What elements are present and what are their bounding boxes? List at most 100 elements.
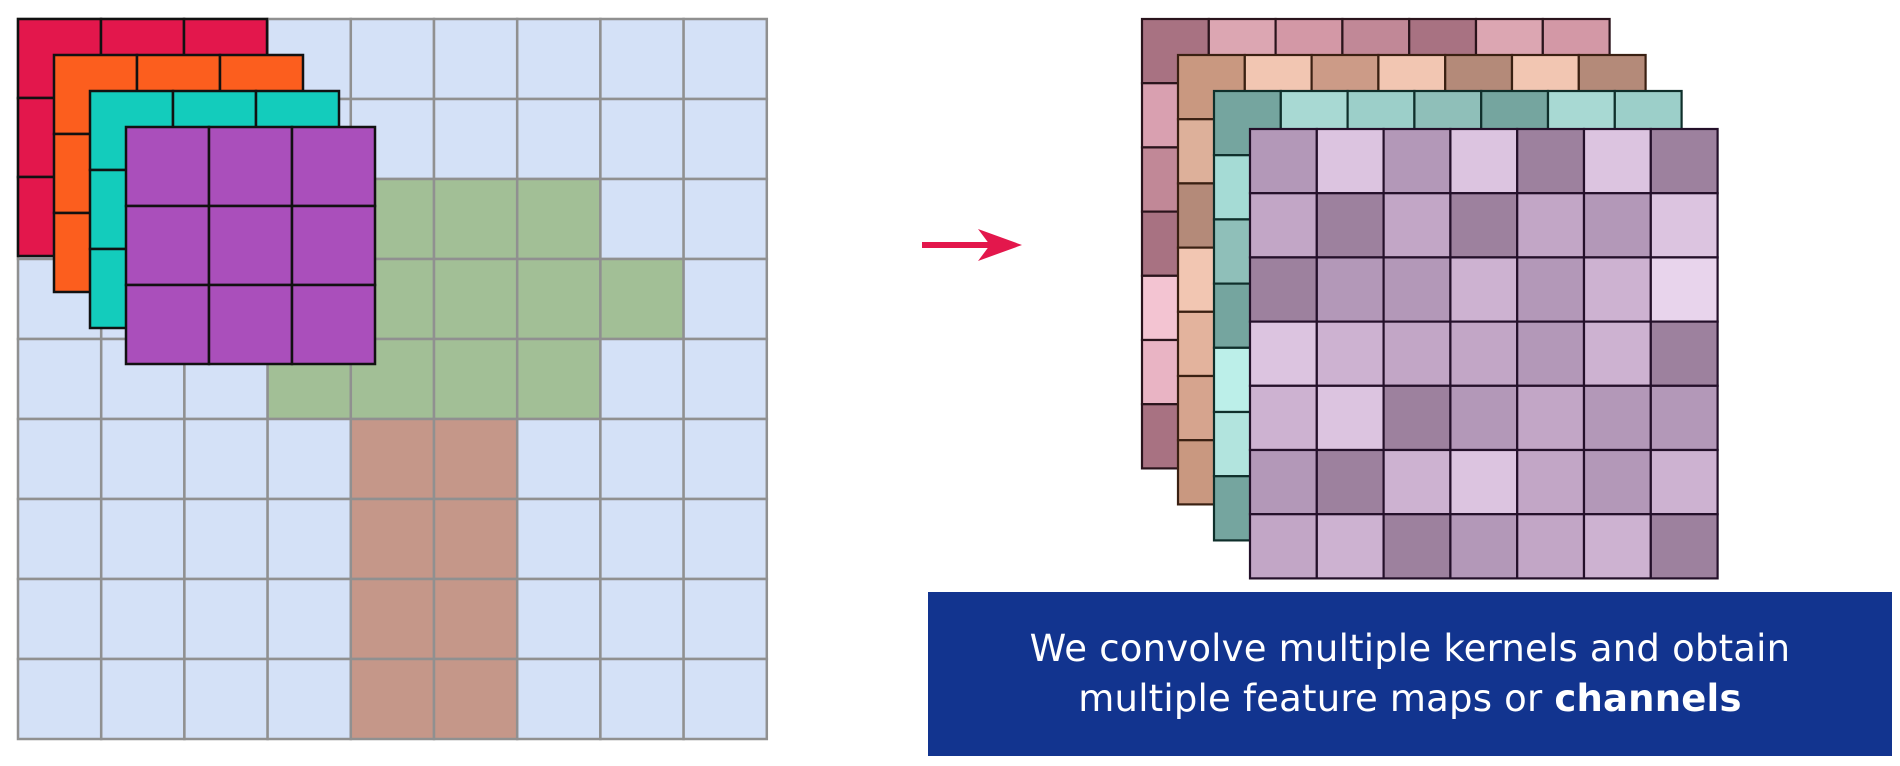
feature-map-cell	[1649, 513, 1719, 580]
kernel-stack	[16, 17, 377, 366]
input-grid-cell	[99, 497, 186, 581]
feature-map-cell	[1449, 448, 1519, 516]
input-grid-cell	[16, 417, 103, 501]
kernel-cell	[207, 283, 294, 366]
feature-map-cell	[1248, 192, 1318, 259]
input-grid-cell	[515, 577, 602, 661]
input-grid-cell	[266, 497, 353, 581]
input-grid-cell	[99, 417, 186, 501]
feature-map-cell	[1248, 256, 1318, 323]
feature-map-cell	[1649, 127, 1719, 195]
input-grid-cell	[432, 657, 519, 741]
feature-map-cell	[1315, 384, 1385, 452]
feature-map-purple	[1248, 127, 1719, 580]
input-grid-cell	[599, 17, 685, 101]
input-grid-cell	[599, 657, 685, 741]
feature-map-cell	[1315, 513, 1385, 580]
feature-map-cell	[1382, 320, 1452, 387]
input-grid-cell	[183, 417, 269, 501]
input-grid-cell	[515, 657, 602, 741]
feature-map-cell	[1382, 127, 1452, 195]
input-grid-cell	[266, 417, 353, 501]
input-grid-cell	[349, 657, 436, 741]
input-grid-cell	[16, 657, 103, 741]
input-grid-cell	[16, 337, 103, 421]
input-grid-cell	[682, 97, 769, 181]
feature-map-cell	[1516, 513, 1586, 580]
input-grid-cell	[432, 577, 519, 661]
feature-map-cell	[1248, 320, 1318, 387]
feature-map-cell	[1582, 384, 1652, 452]
input-grid-cell	[349, 577, 436, 661]
caption-box: We convolve multiple kernels and obtain …	[928, 592, 1892, 756]
input-grid-cell	[682, 657, 769, 741]
input-grid-cell	[599, 97, 685, 181]
input-grid-cell	[515, 257, 602, 341]
feature-map-cell	[1516, 256, 1586, 323]
caption-line-1: We convolve multiple kernels and obtain	[1029, 627, 1791, 670]
feature-map-cell	[1582, 192, 1652, 259]
feature-map-cell	[1516, 192, 1586, 259]
feature-map-cell	[1582, 513, 1652, 580]
input-grid-cell	[599, 417, 685, 501]
feature-map-cell	[1315, 256, 1385, 323]
input-grid-cell	[682, 497, 769, 581]
input-grid-cell	[682, 17, 769, 101]
feature-map-cell	[1382, 448, 1452, 516]
feature-map-cell	[1315, 448, 1385, 516]
feature-map-cell	[1649, 192, 1719, 259]
input-grid-cell	[515, 177, 602, 261]
feature-map-cell	[1516, 384, 1586, 452]
kernel-cell	[207, 125, 294, 208]
feature-map-cell	[1649, 384, 1719, 452]
input-grid-cell	[16, 577, 103, 661]
input-grid-cell	[432, 257, 519, 341]
right-arrow-icon	[922, 229, 1022, 261]
feature-map-cell	[1649, 448, 1719, 516]
feature-map-cell	[1449, 513, 1519, 580]
caption-text: We convolve multiple kernels and obtain …	[1030, 624, 1791, 724]
arrow-head	[978, 229, 1022, 261]
caption-line-2: multiple feature maps or	[1078, 677, 1555, 720]
input-grid-cell	[16, 497, 103, 581]
feature-map-cell	[1140, 17, 1210, 85]
input-grid-cell	[183, 577, 269, 661]
feature-map-cell	[1315, 127, 1385, 195]
feature-map-cell	[1382, 384, 1452, 452]
input-grid-cell	[515, 97, 602, 181]
input-grid-cell	[515, 497, 602, 581]
feature-map-cell	[1315, 320, 1385, 387]
feature-map-cell	[1582, 127, 1652, 195]
feature-map-cell	[1382, 192, 1452, 259]
feature-map-cell	[1248, 127, 1318, 195]
input-grid-cell	[682, 337, 769, 421]
feature-map-cell	[1248, 448, 1318, 516]
feature-map-cell	[1516, 127, 1586, 195]
input-grid-cell	[432, 97, 519, 181]
kernel-cell	[124, 283, 211, 366]
input-grid-cell	[183, 657, 269, 741]
kernel-cell	[124, 204, 211, 287]
kernel-cell	[290, 283, 377, 366]
input-grid-cell	[432, 177, 519, 261]
input-grid-cell	[682, 257, 769, 341]
feature-map-cell	[1649, 256, 1719, 323]
input-grid-cell	[599, 337, 685, 421]
input-grid-cell	[515, 337, 602, 421]
feature-map-cell	[1449, 256, 1519, 323]
input-grid-cell	[99, 577, 186, 661]
input-grid-cell	[599, 177, 685, 261]
feature-map-cell	[1382, 513, 1452, 580]
kernel-cell	[290, 204, 377, 287]
feature-map-cell	[1516, 320, 1586, 387]
input-grid-cell	[599, 497, 685, 581]
feature-map-cell	[1315, 192, 1385, 259]
feature-map-cell	[1248, 513, 1318, 580]
input-grid-cell	[266, 577, 353, 661]
input-grid-cell	[432, 417, 519, 501]
input-grid-cell	[682, 177, 769, 261]
input-grid-cell	[682, 577, 769, 661]
feature-map-stack	[1140, 17, 1719, 580]
input-grid-cell	[432, 497, 519, 581]
